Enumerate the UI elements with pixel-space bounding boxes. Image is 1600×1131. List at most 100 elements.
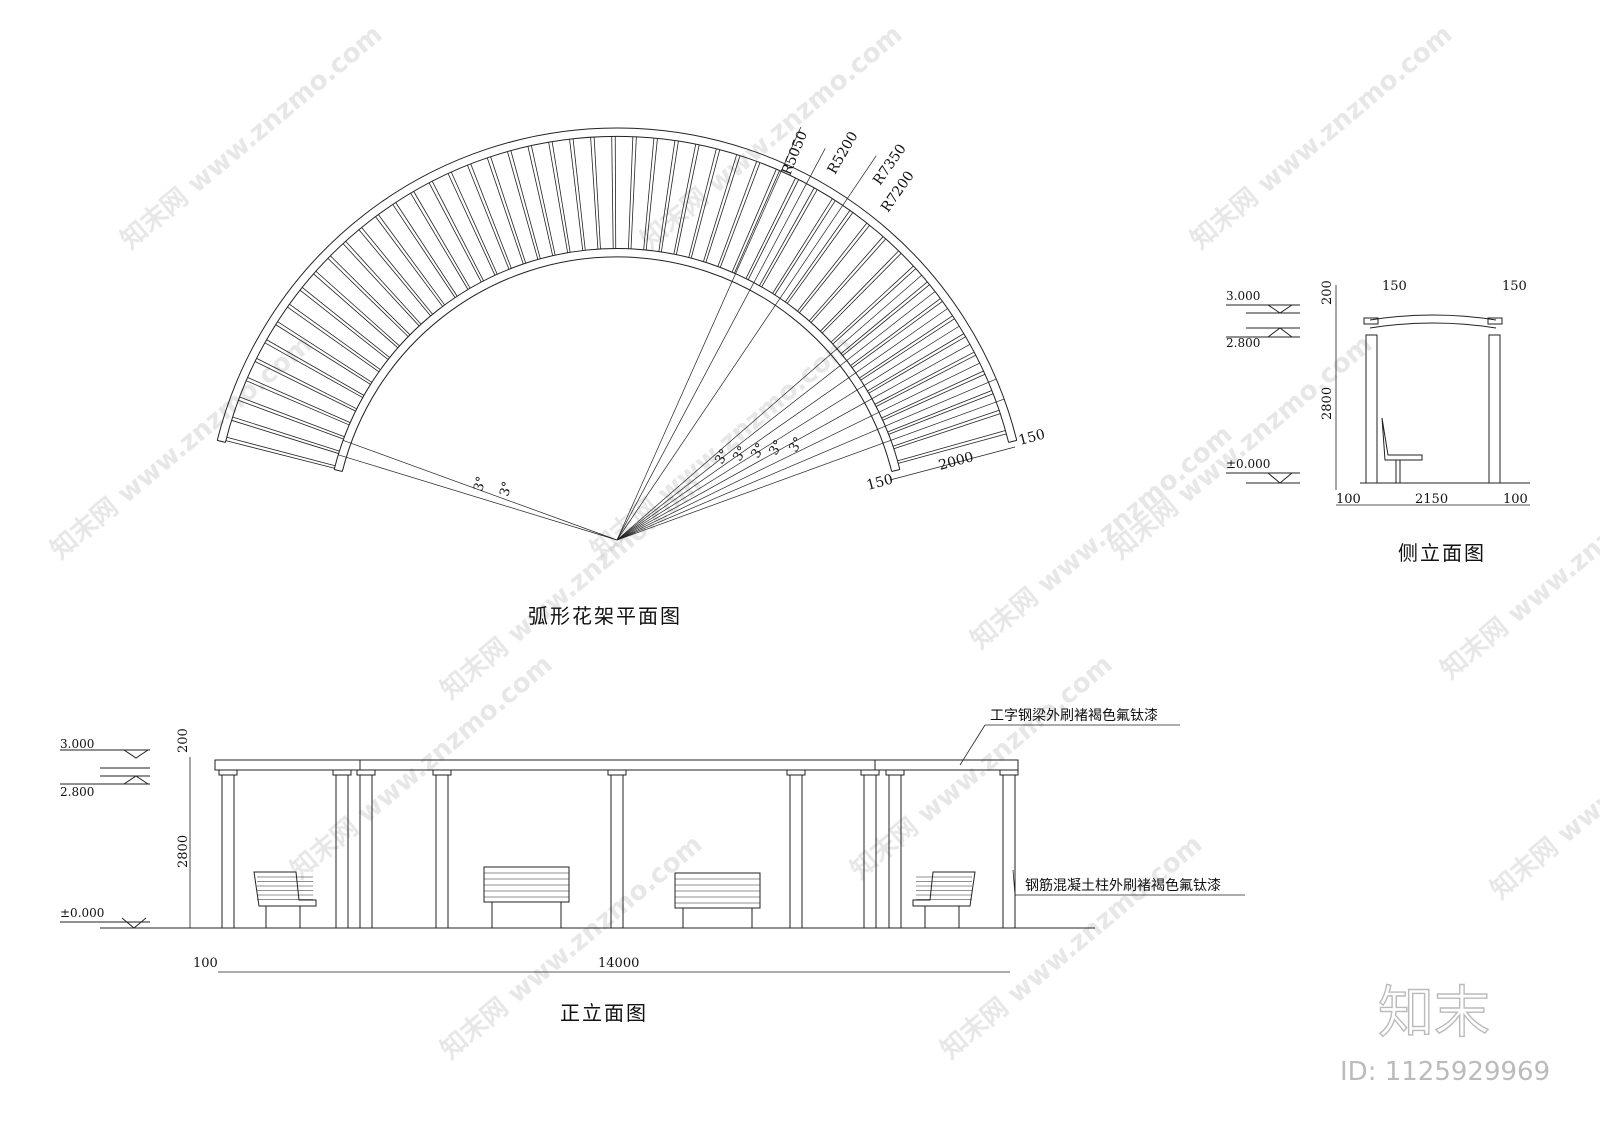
radius-label-r5200: R5200 [825, 129, 862, 177]
dim-2000: 2000 [937, 449, 976, 474]
rafter [703, 154, 738, 262]
watermark-id: ID: 1125929969 [1340, 1057, 1550, 1087]
rafter [238, 399, 344, 440]
rafter [897, 430, 1006, 462]
rafter [860, 318, 955, 381]
rafter [256, 357, 357, 410]
rafter [759, 187, 815, 286]
watermark-text: 知末网 www.znzmo.com [435, 829, 708, 1065]
front-dim-2800: 2800 [176, 835, 191, 868]
dimension-line [889, 446, 1016, 481]
rafter [527, 146, 554, 256]
rafter [467, 164, 510, 270]
column [789, 774, 803, 929]
rafter [747, 179, 800, 280]
rafter [717, 161, 758, 267]
side-level-2800: 2.800 [1226, 336, 1260, 350]
beam-cap [1363, 317, 1379, 325]
radial-dimension-line [616, 148, 826, 541]
column-cap [999, 769, 1019, 776]
rafter [264, 342, 363, 398]
rafter [345, 240, 422, 325]
rafter [799, 224, 870, 313]
rafter [378, 214, 445, 306]
rafter [266, 339, 365, 396]
arc-end [217, 439, 226, 443]
column-cap [885, 769, 905, 776]
radial-dimension-line [616, 325, 960, 541]
side-dim-200: 200 [1320, 280, 1335, 305]
column-cap [860, 769, 880, 776]
rafter [450, 171, 498, 275]
watermark-text: 知末网 www.znzmo.com [115, 19, 388, 255]
plan-title: 弧形花架平面图 [528, 604, 682, 628]
front-dim-100: 100 [193, 956, 218, 971]
column-cap [607, 769, 627, 776]
rafter [734, 170, 780, 274]
side-dim-100-right: 100 [1503, 492, 1528, 507]
column-right [1488, 334, 1501, 484]
radial-dimension-line [338, 454, 618, 541]
rafter [593, 137, 601, 250]
rafter [761, 189, 818, 288]
front-dim-14000: 14000 [598, 956, 639, 971]
rafter [410, 192, 469, 290]
bench [912, 871, 976, 907]
arc-r7350 [216, 127, 1018, 441]
side-dim-150-right: 150 [1502, 279, 1527, 294]
rafter [840, 281, 928, 354]
watermark-text: 知末网 www.znzmo.com [935, 829, 1208, 1065]
rafter [874, 351, 975, 405]
rafter [688, 148, 717, 258]
front-level-0: ±0.000 [60, 906, 104, 920]
radial-dimension-line [616, 378, 997, 541]
rafter [851, 301, 943, 368]
column-cap [332, 769, 352, 776]
rafter [830, 265, 914, 343]
rafter [510, 150, 541, 259]
rafter [507, 151, 539, 260]
dim-150-outer: 150 [865, 471, 895, 493]
rafter [868, 336, 966, 394]
bench-side [1381, 417, 1423, 461]
rafter [774, 200, 836, 296]
rafter [569, 139, 584, 251]
watermark-text: 知末网 www.znzmo.com [965, 419, 1238, 655]
radial-dimension-line [342, 439, 618, 541]
rafter [893, 413, 1001, 450]
column-cap [432, 769, 452, 776]
rafter [859, 315, 953, 379]
rafter [327, 258, 409, 337]
angle-label: 3° [471, 475, 489, 493]
watermark-text: 知末网 www.znzmo.com [845, 649, 1118, 885]
watermark-logo: 知末 [1378, 981, 1490, 1046]
rafter [342, 243, 420, 327]
rafter [772, 198, 833, 294]
rafter [784, 210, 851, 303]
watermark-text: 知末网 www.znzmo.com [45, 329, 318, 565]
level-marker [1267, 304, 1293, 314]
rafter [530, 145, 556, 256]
arched-beam [1369, 314, 1497, 329]
watermark-text: 知末网 www.znzmo.com [285, 649, 558, 885]
side-elevation [1226, 285, 1530, 506]
rafter [275, 324, 371, 385]
rafter [611, 136, 614, 249]
radial-dimension-line [616, 308, 948, 541]
angle-label: 3° [712, 447, 732, 467]
front-level-2800: 2.800 [60, 785, 94, 799]
rafter [660, 141, 679, 252]
watermark-text: 知末网 www.znzmo.com [1105, 329, 1378, 565]
arc-end [334, 468, 343, 473]
rafter [898, 433, 1007, 464]
beam-note: 工字钢梁外刷褚褐色氟钛漆 [990, 707, 1158, 724]
arc-r5200 [333, 248, 901, 470]
rafter [428, 182, 482, 283]
side-level-0: ±0.000 [1226, 457, 1270, 471]
rafter [231, 419, 339, 454]
rafter [832, 268, 917, 345]
rafter [395, 202, 458, 297]
beam-cap [1487, 317, 1503, 325]
